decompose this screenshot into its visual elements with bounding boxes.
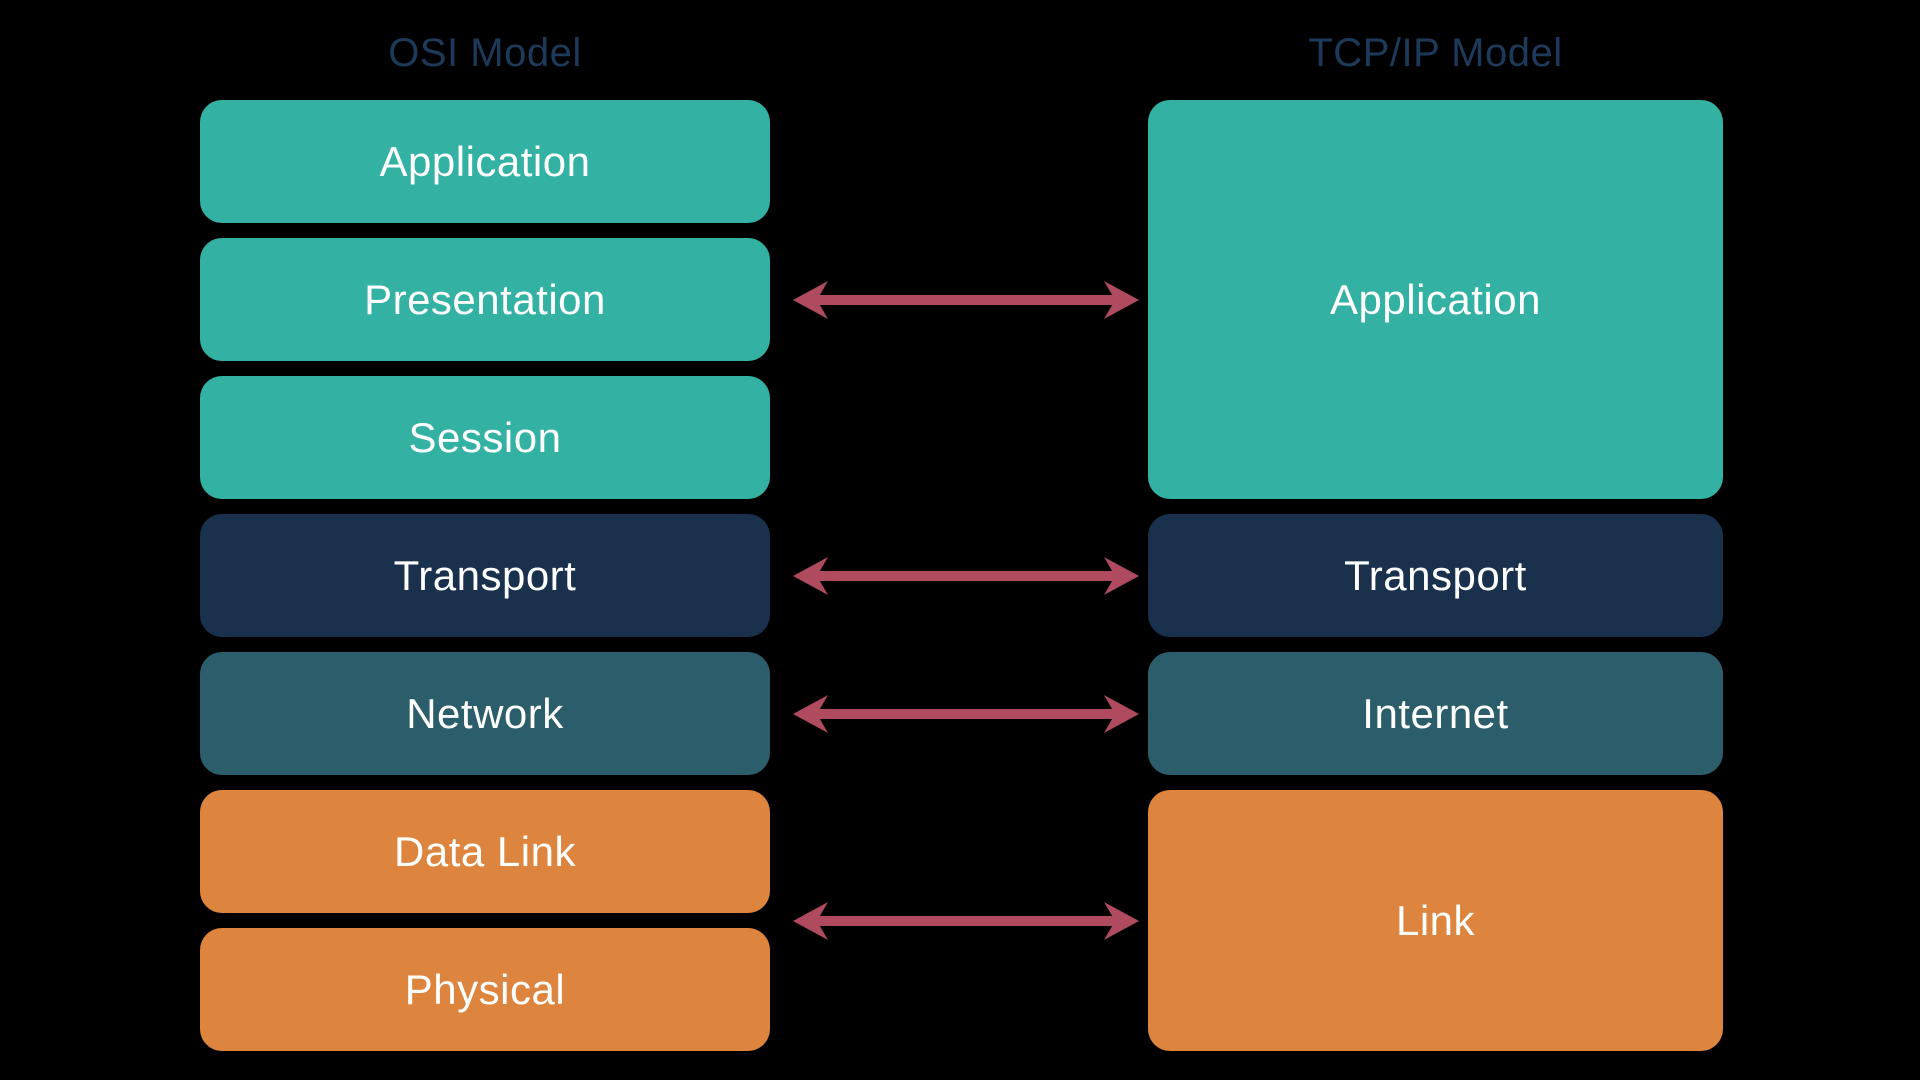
double-arrow-icon-network-internet	[793, 695, 1139, 733]
osi-layer-presentation: Presentation	[200, 238, 770, 361]
tcpip-layer-application: Application	[1148, 100, 1723, 499]
osi-layer-application: Application	[200, 100, 770, 223]
osi-layer-transport: Transport	[200, 514, 770, 637]
tcpip-layer-transport: Transport	[1148, 514, 1723, 637]
osi-layer-physical: Physical	[200, 928, 770, 1051]
tcpip-layer-link: Link	[1148, 790, 1723, 1051]
double-arrow-icon-transport-transport	[793, 557, 1139, 595]
osi-layer-network: Network	[200, 652, 770, 775]
tcpip-model-title: TCP/IP Model	[1308, 31, 1563, 75]
tcpip-layer-internet: Internet	[1148, 652, 1723, 775]
osi-model-title: OSI Model	[388, 31, 582, 75]
double-arrow-icon-datalink-physical-link	[793, 902, 1139, 940]
osi-layer-data-link: Data Link	[200, 790, 770, 913]
osi-layer-session: Session	[200, 376, 770, 499]
double-arrow-icon-presentation-application	[793, 281, 1139, 319]
